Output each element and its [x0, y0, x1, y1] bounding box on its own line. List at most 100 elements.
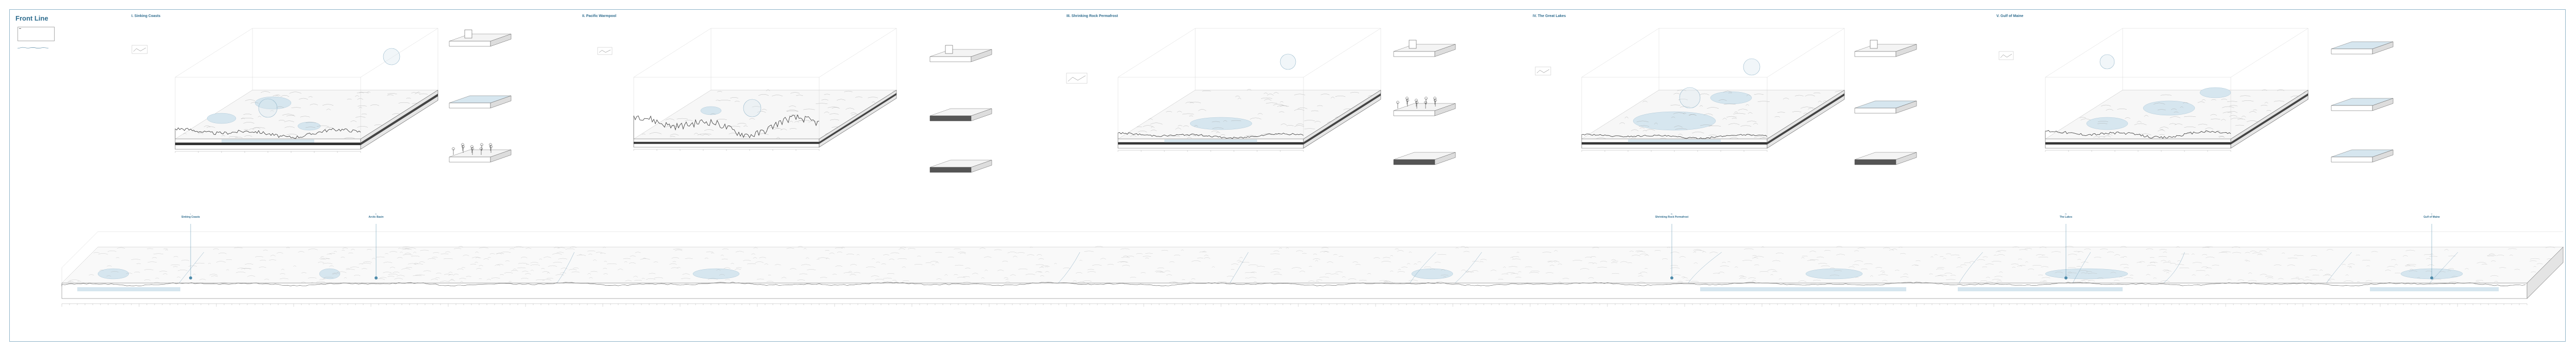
profile-contour: [2451, 276, 2458, 277]
profile-contour: [1490, 270, 1497, 271]
terrain-contour: [357, 98, 363, 100]
profile-contour: [2417, 277, 2420, 278]
terrain-contour: [1646, 129, 1655, 131]
terrain-contour: [2219, 136, 2225, 138]
terrain-contour: [326, 109, 331, 111]
profile-contour: [1512, 256, 1519, 257]
terrain-contour: [1178, 125, 1183, 127]
profile-river: [1410, 252, 1436, 284]
profile-contour: [435, 277, 440, 278]
profile-contour: [2196, 270, 2206, 271]
profile-contour: [1395, 248, 1399, 250]
water-body: [1633, 111, 1716, 131]
profile-water-section: [2370, 287, 2499, 291]
profile-contour: [521, 278, 529, 279]
profile-contour: [270, 255, 276, 256]
terrain-contour: [1335, 95, 1346, 97]
block-diagram-great-lakes: [1581, 28, 1845, 152]
profile-contour: [460, 281, 463, 283]
terrain-contour: [728, 133, 738, 134]
profile-contour: [1592, 247, 1599, 249]
profile-contour: [2530, 258, 2540, 259]
profile-contour: [553, 247, 560, 248]
profile-contour: [1693, 249, 1702, 251]
profile-contour: [2449, 282, 2458, 283]
profile-contour: [2448, 268, 2454, 270]
panel-4-title: IV. The Great Lakes: [1533, 14, 1566, 18]
terrain-contour: [1675, 128, 1688, 130]
profile-contour: [560, 272, 566, 274]
terrain-contour: [832, 107, 840, 109]
terrain-contour: [717, 91, 722, 92]
profile-contour: [1709, 252, 1718, 253]
profile-contour: [2257, 254, 2263, 255]
profile-river: [179, 252, 204, 284]
profile-contour: [1107, 264, 1114, 265]
terrain-contour: [284, 120, 294, 122]
profile-contour: [475, 252, 479, 253]
profile-contour: [1084, 251, 1094, 252]
profile-contour: [509, 281, 512, 283]
tree-crown: [1415, 99, 1418, 102]
terrain-contour: [417, 92, 420, 93]
profile-contour: [1471, 270, 1479, 272]
profile-contour: [642, 258, 647, 259]
profile-contour: [2425, 271, 2432, 272]
terrain-contour: [1754, 136, 1766, 138]
profile-contour: [2067, 254, 2077, 255]
long-profile-diagram: [61, 224, 2564, 307]
profile-contour: [1027, 254, 1035, 256]
profile-contour: [1120, 248, 1130, 250]
terrain-contour: [245, 99, 256, 101]
terrain-contour: [1699, 93, 1709, 95]
profile-contour: [1798, 280, 1806, 282]
profile-contour: [1338, 256, 1344, 257]
profile-contour: [1836, 246, 1843, 248]
terrain-contour: [1726, 116, 1737, 118]
tree-crown: [1406, 99, 1409, 102]
terrain-contour: [1624, 116, 1629, 118]
profile-contour: [393, 272, 400, 273]
profile-contour: [1727, 261, 1731, 262]
profile-contour: [1005, 279, 1009, 280]
profile-contour: [600, 253, 606, 254]
profile-contour: [1309, 266, 1312, 267]
terrain-contour: [855, 96, 862, 98]
vignette-front: [2331, 156, 2373, 163]
profile-contour: [1916, 260, 1921, 261]
profile-contour: [1964, 262, 1971, 264]
profile-contour: [111, 271, 119, 272]
terrain-contour: [2221, 99, 2227, 100]
profile-contour: [1597, 267, 1607, 268]
profile-contour: [414, 262, 418, 264]
profile-contour: [1588, 277, 1594, 279]
profile-contour: [1127, 256, 1134, 257]
terrain-contour: [2184, 116, 2196, 117]
profile-contour: [675, 250, 683, 251]
profile-contour: [1677, 281, 1683, 282]
terrain-contour: [1728, 123, 1740, 125]
profile-contour: [577, 255, 586, 256]
profile-contour: [2085, 273, 2089, 274]
profile-contour: [1136, 253, 1143, 254]
vignette-front: [449, 41, 491, 47]
terrain-contour: [1674, 126, 1683, 128]
profile-contour: [685, 258, 693, 259]
profile-contour: [1889, 249, 1894, 251]
profile-contour: [2404, 265, 2411, 266]
water-body: [255, 96, 292, 110]
profile-contour: [1390, 271, 1394, 272]
profile-contour: [1161, 250, 1168, 251]
profile-contour: [1292, 267, 1302, 269]
profile-contour: [2402, 255, 2408, 257]
terrain-contour: [2158, 130, 2165, 132]
profile-contour: [935, 252, 942, 253]
profile-contour: [2137, 262, 2142, 263]
profile-contour: [542, 271, 549, 273]
profile-contour: [843, 272, 853, 273]
profile-contour: [1620, 261, 1628, 263]
terrain-contour: [2183, 102, 2189, 103]
profile-contour: [1409, 279, 1418, 282]
terrain-contour: [1677, 134, 1683, 136]
terrain-contour: [766, 90, 770, 91]
